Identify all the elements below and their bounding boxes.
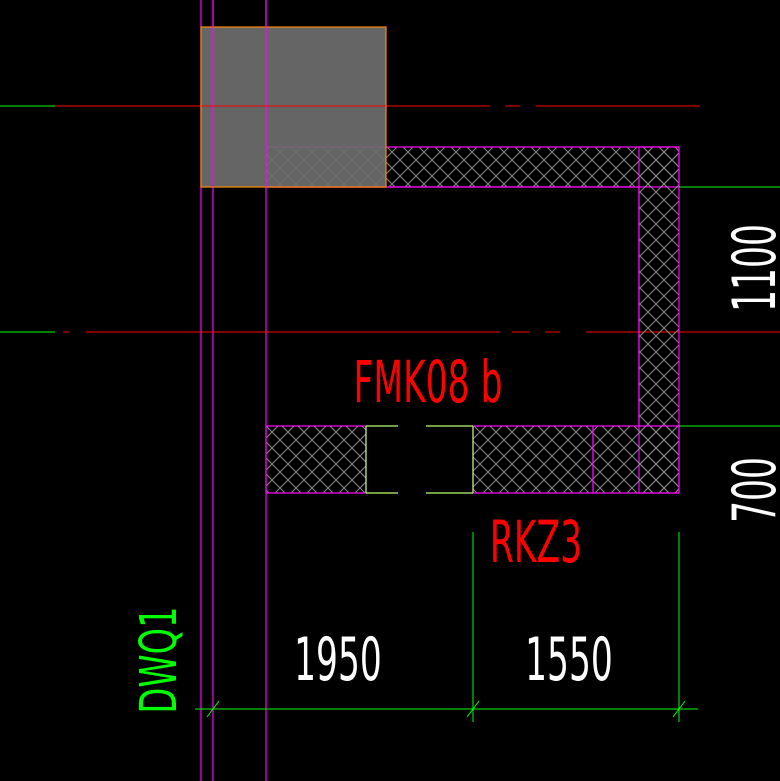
dimension-text-1550: 1550 [525,625,613,695]
horizontal-dimension-line [195,532,698,722]
dimension-text-1950: 1950 [294,625,382,695]
vertical-dimension-extensions [679,186,780,427]
window-tag: RKZ3 [490,510,582,577]
wall-opening [365,425,474,494]
dimension-text-700: 700 [720,457,780,523]
wall-tag: DWQ1 [130,607,189,714]
dimension-text-1100: 1100 [720,224,780,312]
room-tag: FMK08 b [354,350,503,417]
column-block [200,26,387,188]
